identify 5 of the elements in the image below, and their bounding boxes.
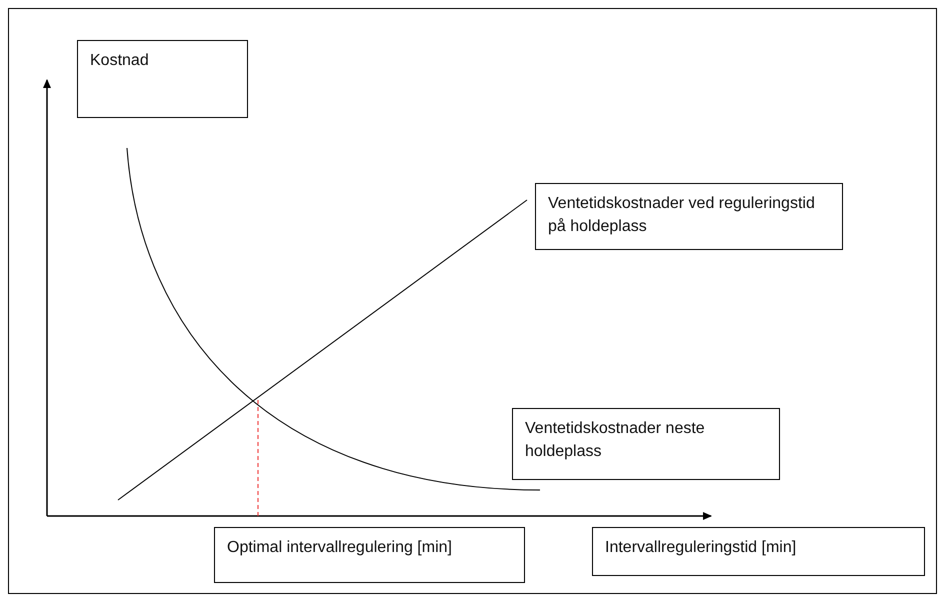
curve-label: Ventetidskostnader neste holdeplass	[512, 408, 780, 480]
axis-label: Kostnad	[77, 40, 248, 118]
curve-label: Ventetidskostnader ved reguleringstid på holdeplass	[535, 183, 843, 250]
axis-value-label: Optimal intervallregulering [min]	[214, 527, 525, 583]
axis-label: Intervallreguleringstid [min]	[592, 527, 925, 576]
